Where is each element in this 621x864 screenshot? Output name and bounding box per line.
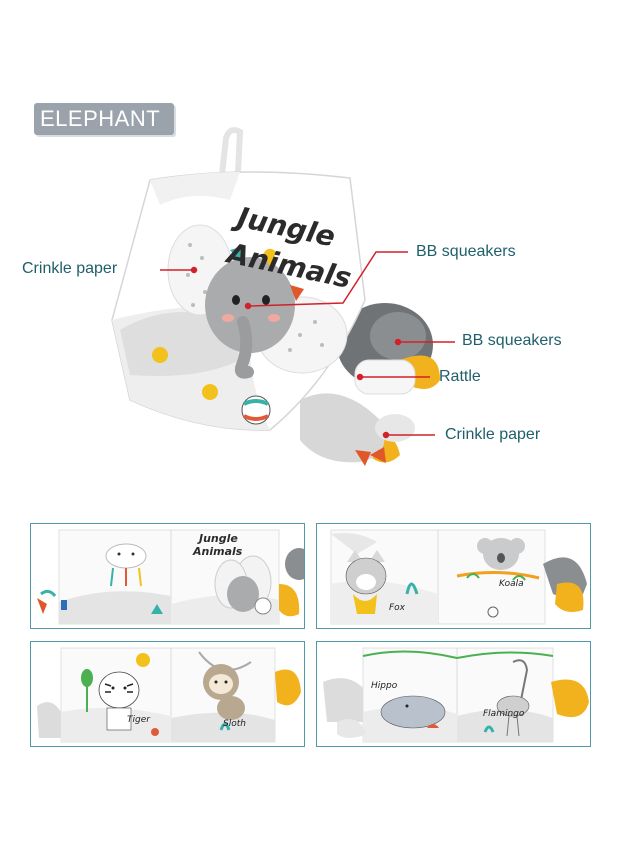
panel1-title-line1: Jungle — [197, 532, 238, 545]
callout-rattle: Rattle — [439, 368, 481, 385]
panel4-caption-right: Flamingo — [483, 709, 525, 719]
product-name-badge: ELEPHANT — [34, 103, 174, 135]
cloth-book-illustration: Jungle Animals — [111, 127, 455, 466]
callout-bb-squeakers-top: BB squeakers — [416, 243, 516, 260]
panel4-caption-left: Hippo — [371, 681, 398, 691]
panel-cover-spread: Jungle Animals — [30, 523, 305, 629]
panel-tiger-sloth: Tiger Sloth — [30, 641, 305, 747]
panel-fox-koala: Fox Koala — [316, 523, 591, 629]
panel3-caption-right: Sloth — [223, 719, 246, 729]
callout-bb-squeakers-right: BB squeakers — [462, 332, 562, 349]
callout-crinkle-paper-left: Crinkle paper — [22, 260, 118, 277]
panel-hippo-flamingo: Hippo Flamingo — [316, 641, 591, 747]
panel1-title-line2: Animals — [192, 545, 243, 558]
panel2-caption-right: Koala — [499, 579, 524, 589]
callout-crinkle-paper-bottom: Crinkle paper — [445, 426, 541, 443]
panel3-caption-left: Tiger — [127, 715, 151, 725]
panel2-caption-left: Fox — [389, 603, 406, 613]
